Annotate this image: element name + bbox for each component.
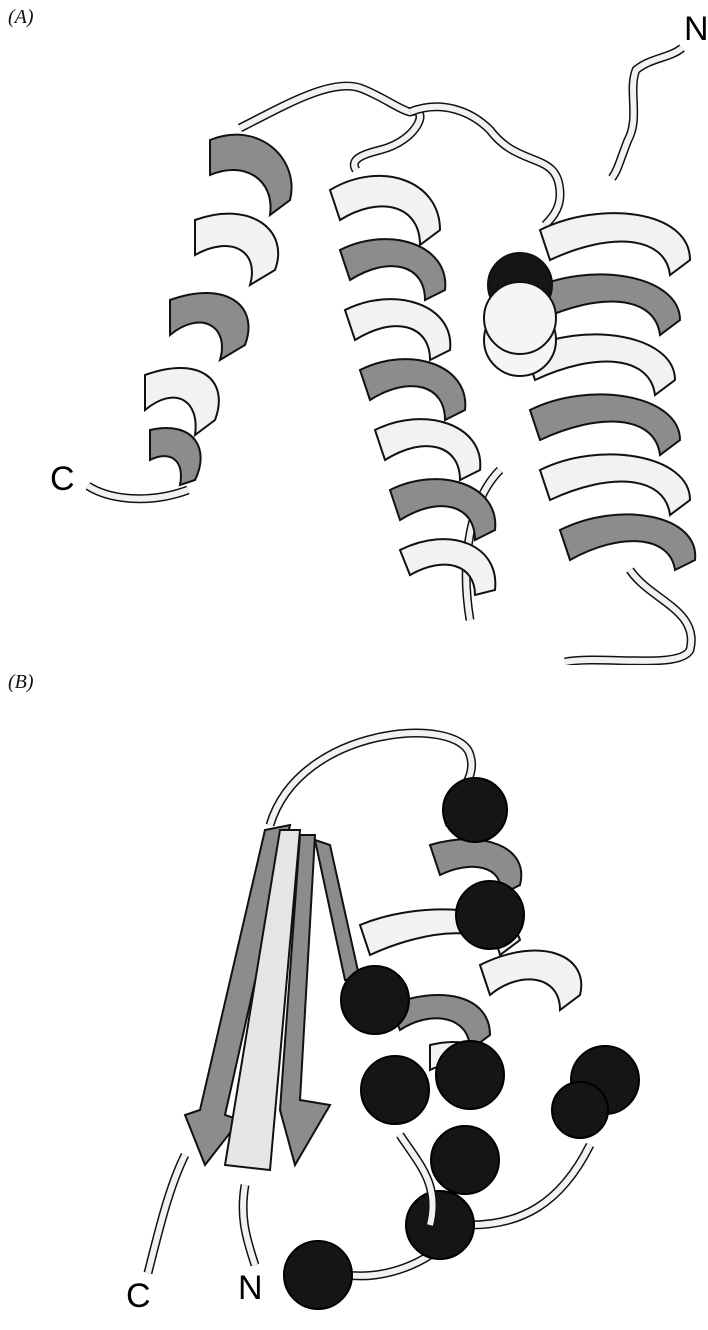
panel-a-spheres: [484, 253, 556, 376]
panel-b: (B) C N: [0, 665, 708, 1330]
panel-b-strands: [185, 825, 360, 1170]
panel-b-n-tail: [243, 1185, 255, 1265]
panel-a-bottom-loop-outline: [565, 570, 691, 662]
panel-b-sphere-1: [443, 778, 507, 842]
panel-a-bottom-loop: [565, 570, 691, 662]
panel-b-sphere-2: [456, 881, 524, 949]
panel-a-ribbon-diagram: [0, 0, 708, 665]
panel-b-sphere-8: [431, 1126, 499, 1194]
panel-b-c-tail: [148, 1155, 185, 1273]
panel-b-strand-4: [315, 840, 360, 980]
panel-a-sphere-2: [484, 282, 556, 354]
panel-a-helix-3: [525, 213, 695, 570]
panel-b-sphere-7: [552, 1082, 608, 1138]
panel-b-sphere-10: [284, 1241, 352, 1309]
panel-b-top-loop: [270, 733, 472, 825]
panel-b-ribbon-diagram: [0, 665, 708, 1330]
panel-b-sphere-9: [406, 1191, 474, 1259]
panel-a: (A) N C: [0, 0, 708, 665]
panel-a-helix-1: [145, 135, 292, 485]
panel-b-sphere-4: [436, 1041, 504, 1109]
panel-b-sphere-3: [341, 966, 409, 1034]
panel-b-sphere-5: [361, 1056, 429, 1124]
